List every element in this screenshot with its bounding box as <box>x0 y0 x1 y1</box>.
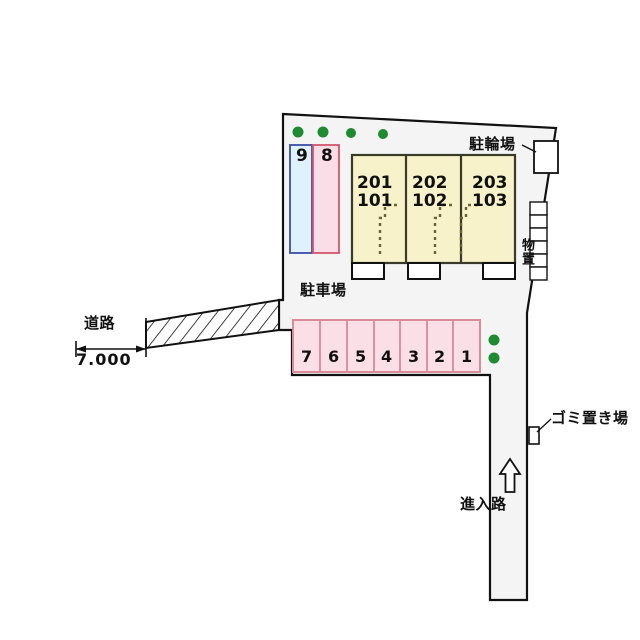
parking-stall-1-label: 1 <box>461 347 473 366</box>
entrance-box-1 <box>351 262 385 280</box>
tree-row-top <box>292 126 388 139</box>
unit-102-label: 102 <box>412 191 448 211</box>
tree-icon <box>292 126 304 138</box>
parking-lot-label: 駐車場 <box>300 281 347 299</box>
parking-stall-6-label: 6 <box>328 347 340 366</box>
side-unit-9 <box>289 144 313 254</box>
entry-road-arrow-group <box>498 457 522 493</box>
bicycle-parking-box <box>533 140 559 174</box>
main-building-group <box>350 153 517 280</box>
parking-stall-3-label: 3 <box>408 347 420 366</box>
entrance-box-3 <box>482 262 516 280</box>
side-unit-8 <box>312 144 340 254</box>
unit-101-label: 101 <box>357 191 393 211</box>
garbage-area-group <box>528 418 552 445</box>
garbage-area-label: ゴミ置き場 <box>551 409 629 427</box>
unit-103-label: 103 <box>472 191 508 211</box>
parking-stall-block <box>292 319 481 373</box>
storage-label: 物置 <box>519 238 534 266</box>
parking-stalls-group <box>292 319 481 373</box>
entry-arrow-icon <box>498 457 522 493</box>
unit-entry-dashes <box>378 203 478 255</box>
unit-201-label: 201 <box>357 173 393 193</box>
side-units-group <box>289 144 340 254</box>
garbage-area-leader <box>536 418 552 433</box>
road-width-dimension: 7.000 <box>76 350 132 369</box>
garbage-area-box <box>528 426 540 445</box>
entry-road-label: 進入路 <box>460 495 507 513</box>
tree-row-right <box>488 334 500 364</box>
bicycle-parking-group <box>521 140 559 174</box>
driveway-hatched-area <box>145 298 280 350</box>
bicycle-parking-label: 駐輪場 <box>469 135 516 153</box>
road-label: 道路 <box>84 314 116 332</box>
tree-icon <box>346 128 356 138</box>
unit-202-label: 202 <box>412 173 448 193</box>
storage-bay <box>529 266 548 281</box>
dimension-arrow-right <box>136 345 146 353</box>
parking-stall-7-label: 7 <box>301 347 313 366</box>
bicycle-parking-leader <box>521 144 537 153</box>
dimension-arrow-left <box>76 345 86 353</box>
storage-bay <box>529 214 548 229</box>
parking-stall-2-label: 2 <box>434 347 446 366</box>
storage-group <box>529 201 548 281</box>
parking-stall-4-label: 4 <box>381 347 393 366</box>
driveway-hatched-group <box>145 298 280 350</box>
entrance-box-2 <box>407 262 441 280</box>
road-dimension-group <box>75 318 147 357</box>
tree-icon <box>488 352 500 364</box>
unit-203-label: 203 <box>472 173 508 193</box>
parking-stall-5-label: 5 <box>355 347 367 366</box>
entrance-boxes-group <box>351 262 516 280</box>
side-unit-9-number: 9 <box>296 146 308 166</box>
tree-icon <box>378 129 388 139</box>
tree-icon <box>317 126 329 138</box>
storage-bay <box>529 201 548 216</box>
side-unit-8-number: 8 <box>321 146 333 166</box>
tree-icon <box>488 334 500 346</box>
